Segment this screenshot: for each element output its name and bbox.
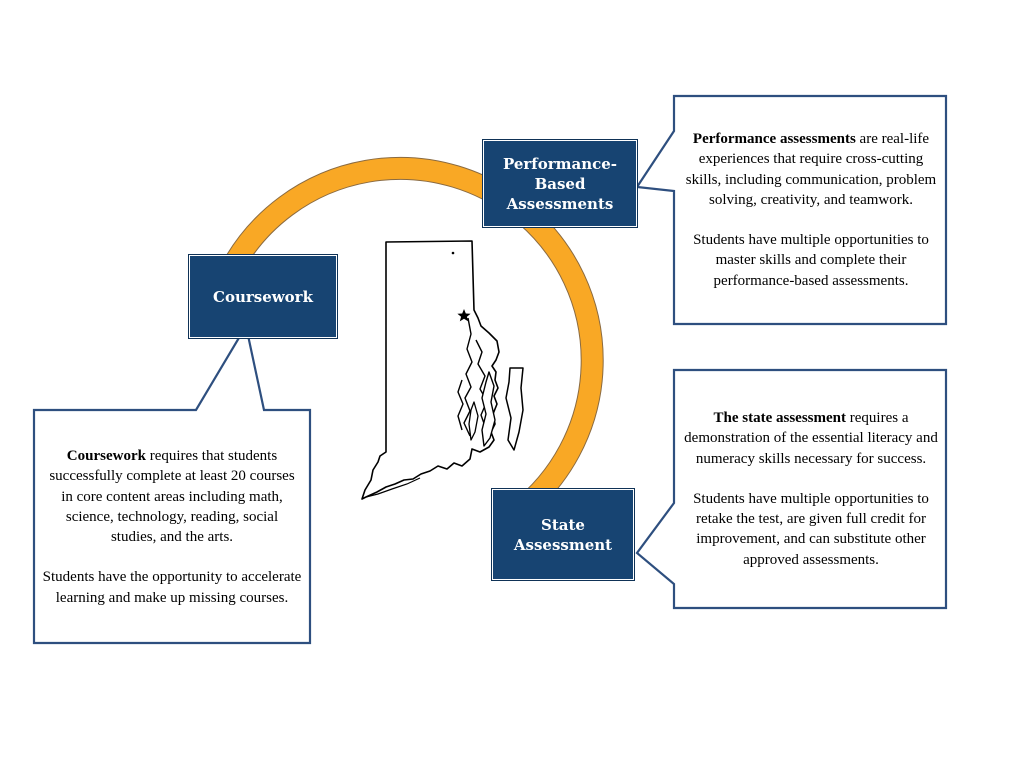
state-callout-lead-bold: The state assessment (713, 409, 847, 426)
capital-star-icon (457, 309, 471, 322)
state-callout: The state assessment requires a demonstr… (682, 378, 940, 600)
performance-callout-lead-rest: are real-life experiences that require c… (685, 130, 937, 208)
coursework-callout-lead-bold: Coursework (66, 447, 146, 464)
coursework-callout-lead-rest: requires that students successfully comp… (49, 447, 295, 546)
south-coast-outline (365, 477, 421, 498)
coursework-callout-lead: Coursework requires that students succes… (42, 446, 302, 547)
rhode-island-map-icon (361, 240, 524, 500)
performance-callout: Performance assessments are real-life ex… (682, 104, 940, 316)
state-callout-lead-rest: requires a demonstration of the essentia… (684, 409, 938, 467)
coursework-callout-second: Students have the opportunity to acceler… (42, 569, 302, 606)
state-callout-second: Students have multiple opportunities to … (693, 490, 929, 568)
state-callout-shape (635, 368, 948, 610)
performance-callout-second: Students have multiple opportunities to … (693, 232, 929, 289)
state-assessment-node: State Assessment (491, 488, 635, 581)
mainland-outline (361, 240, 500, 500)
coursework-node: Coursework (188, 254, 338, 339)
coursework-callout-shape (32, 323, 312, 645)
aquidneck-island-outline (481, 371, 496, 447)
eastern-shore-outline (505, 367, 524, 451)
conanicut-island-outline (468, 401, 479, 441)
performance-based-assessments-node: Performance- Based Assessments (482, 139, 638, 228)
performance-callout-lead-bold: Performance assessments (692, 130, 856, 147)
coursework-callout: Coursework requires that students succes… (42, 418, 302, 636)
bay-inlet-outline (457, 317, 488, 437)
performance-callout-shape (635, 94, 948, 326)
performance-callout-lead: Performance assessments are real-life ex… (682, 129, 940, 210)
state-callout-lead: The state assessment requires a demonstr… (682, 408, 940, 469)
town-dot-icon (451, 251, 455, 255)
